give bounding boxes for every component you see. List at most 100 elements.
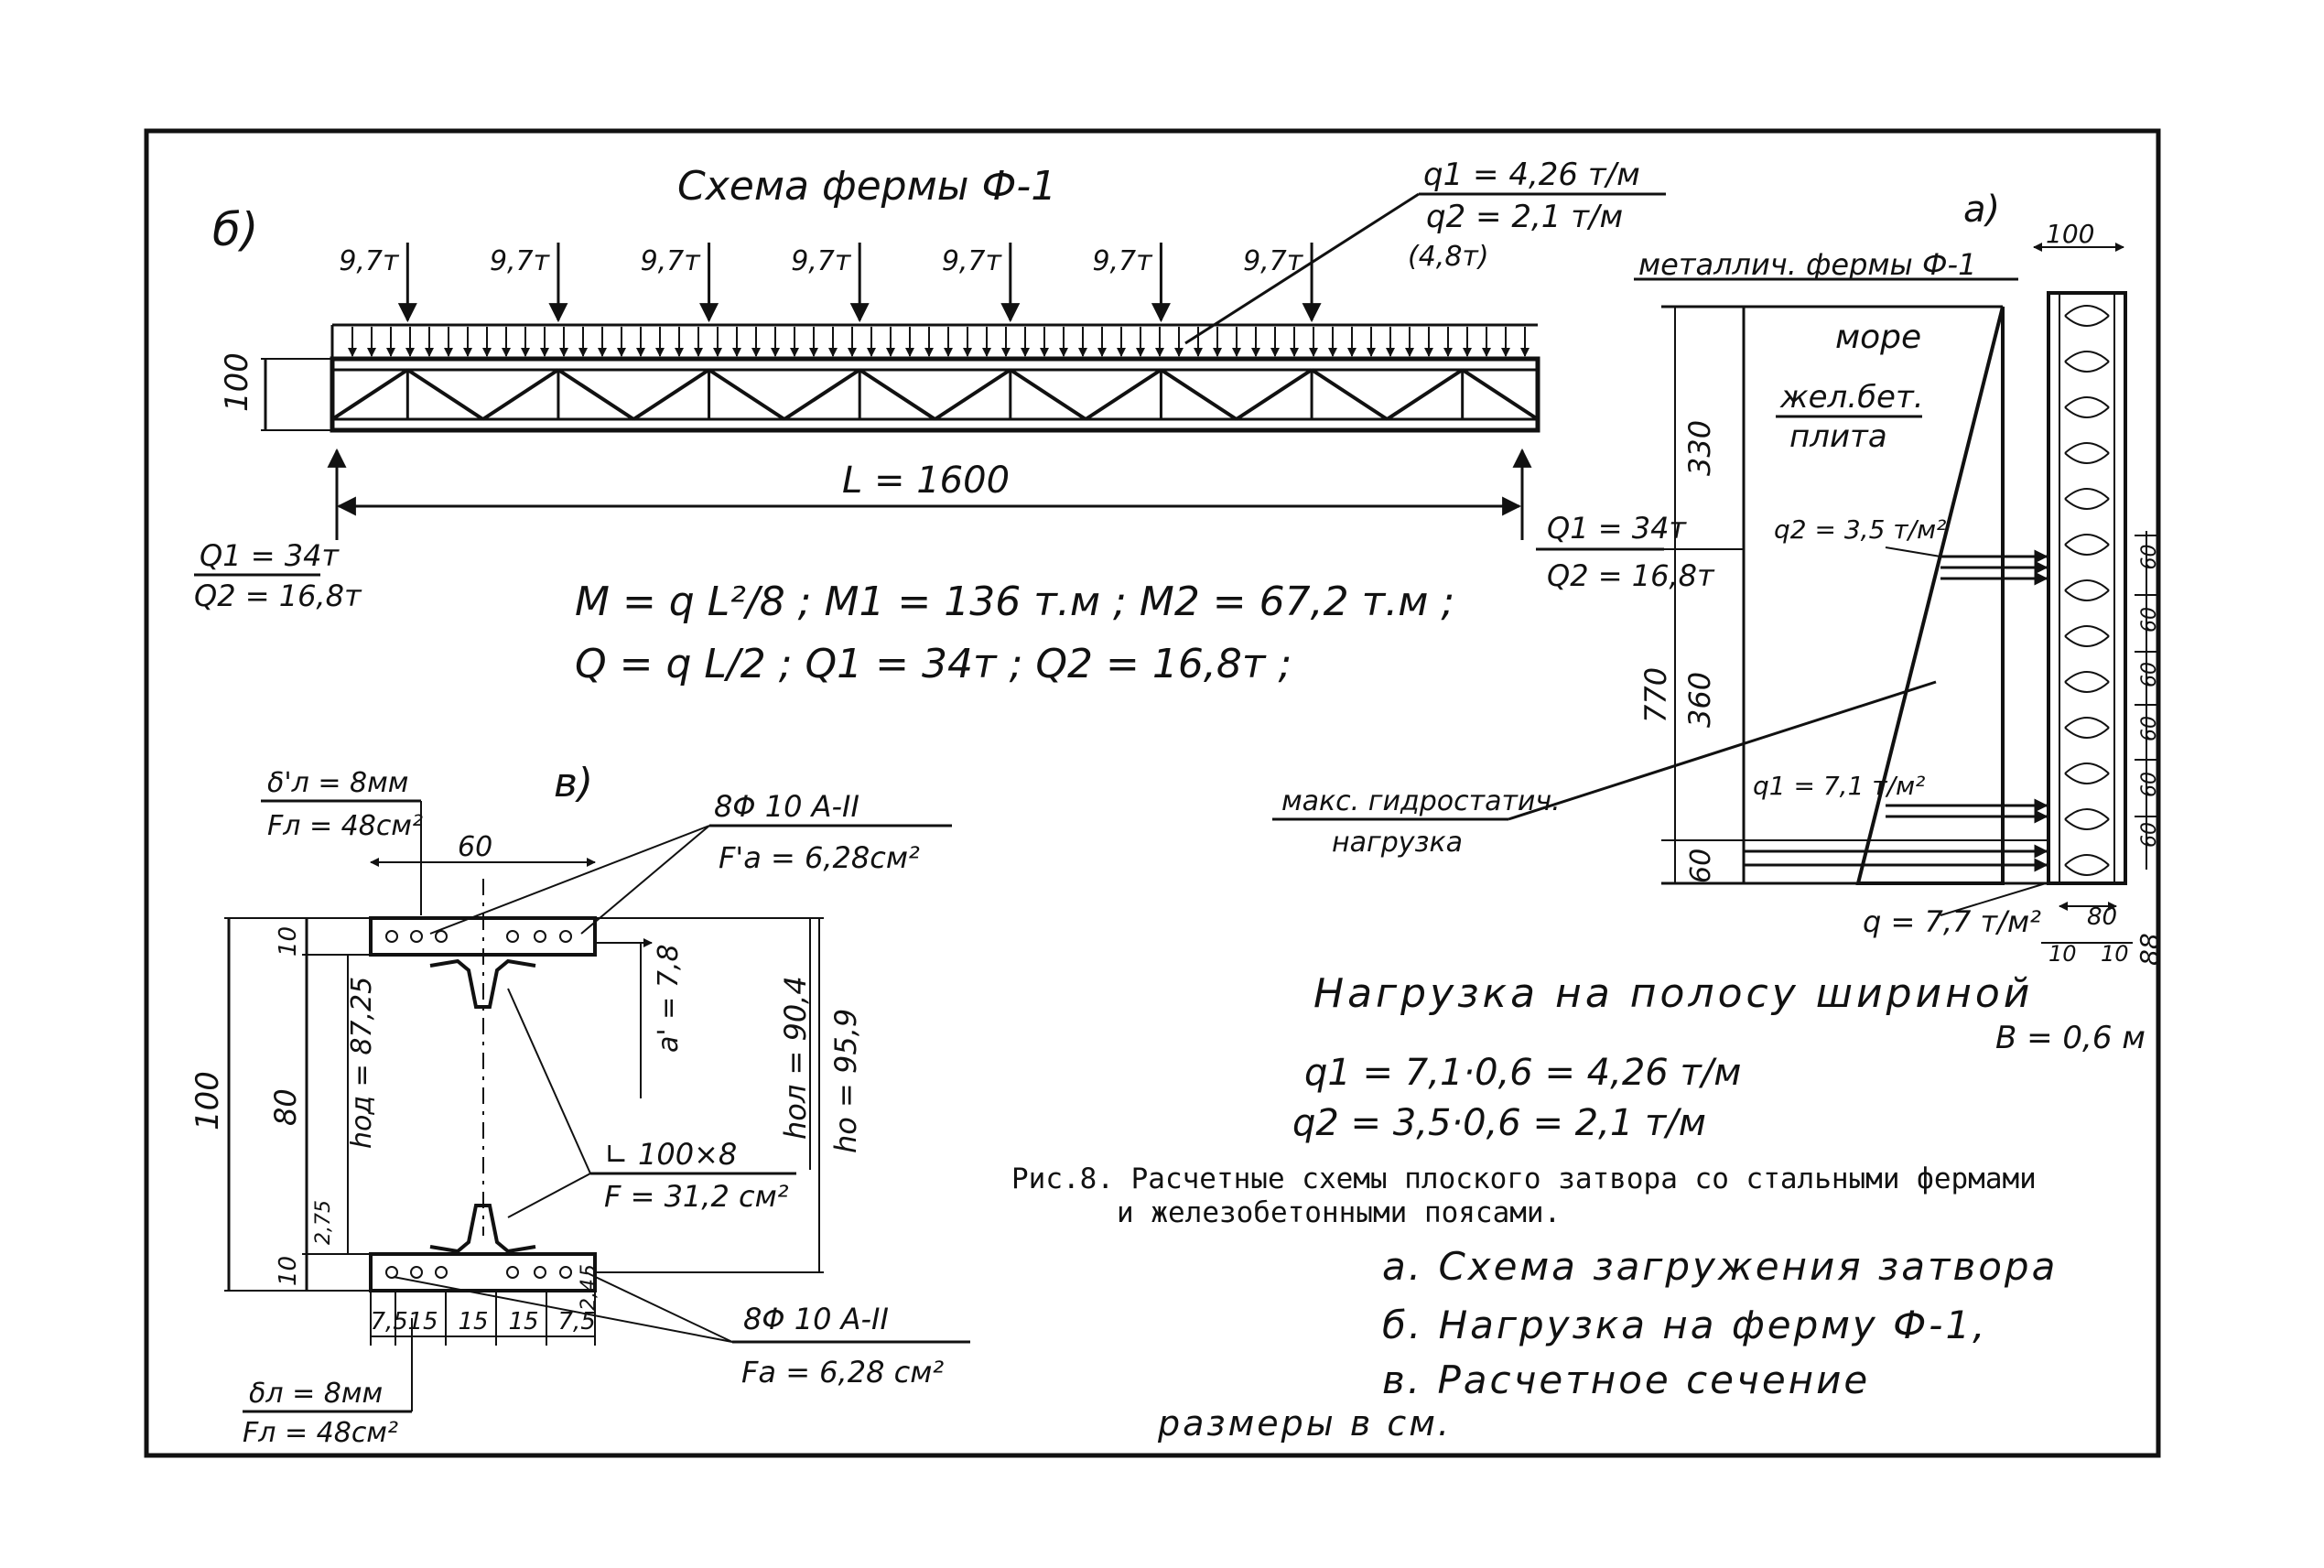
section-height-275: 2,75: [312, 1200, 335, 1245]
section-height-80: 80: [268, 1088, 303, 1126]
truss-diagonal: [481, 368, 560, 421]
bottom-rebars: [385, 1266, 572, 1279]
q2-leader: [1885, 546, 1941, 557]
slab-label-2: плита: [1789, 418, 1887, 455]
bottom-rebar: [534, 1266, 546, 1279]
truss-q2-label: q2 = 2,1 т/м: [1426, 199, 1623, 235]
section-height-10-top: 10: [275, 926, 302, 957]
strip-label: 60: [2138, 772, 2161, 797]
strip-label: 60: [2138, 662, 2161, 687]
shear-formula: Q = q L/2 ; Q1 = 34т ; Q2 = 16,8т ;: [575, 641, 1292, 687]
gate-rib: [2064, 305, 2110, 327]
gate-rib: [2064, 625, 2110, 647]
bottom-rebar: [410, 1266, 423, 1279]
dim-5: 5: [578, 1264, 600, 1277]
truss-diagonal: [1009, 368, 1087, 421]
gate-rib: [2064, 717, 2110, 739]
top-plate-thickness: δ'л = 8мм: [267, 767, 408, 799]
width-10-right: 10: [2101, 941, 2129, 967]
angle-leader-top: [507, 988, 591, 1174]
top-rebar-area: F'a = 6,28см²: [719, 840, 920, 875]
width-100-label: 100: [2046, 219, 2094, 249]
gate-rib: [2064, 854, 2110, 876]
angle-area: F = 31,2 см²: [604, 1179, 789, 1214]
top-rebar-label: 8Φ 10 A-II: [714, 789, 859, 824]
truss-caption: металлич. фермы Ф-1: [1638, 247, 1976, 282]
node-load-label: 9,7т: [339, 245, 400, 277]
gate-rib: [2064, 762, 2110, 784]
section-height-10-bot: 10: [275, 1256, 302, 1286]
dim-330: 330: [1682, 420, 1717, 476]
strip-label: 60: [2138, 545, 2161, 570]
gate-q-label: q = 7,7 т/м²: [1863, 904, 2041, 939]
truss-height-label: 100: [219, 352, 255, 412]
load-note-q2: q2 = 3,5·0,6 = 2,1 т/м: [1292, 1102, 1706, 1144]
top-rebar-leader-1: [429, 825, 710, 935]
bottom-angle: [429, 1204, 536, 1254]
h-ol-label: hол = 90,4: [778, 976, 813, 1140]
gate-rib: [2064, 808, 2110, 830]
truss-diagonal: [557, 368, 635, 421]
distributed-load-arrows: [348, 327, 1530, 357]
legend-b: б. Нагрузка на ферму Ф-1,: [1382, 1303, 1988, 1347]
caption-line-2: и железобетонными поясами.: [1117, 1196, 1561, 1229]
right-reaction-2: Q2 = 16,8т: [1547, 558, 1715, 593]
load-note-q1: q1 = 7,1·0,6 = 4,26 т/м: [1304, 1052, 1741, 1094]
gate-q1-label: q1 = 7,1 т/м²: [1753, 771, 1925, 801]
truss-diagonal: [708, 368, 785, 421]
bottom-plate-area: Fл = 48см²: [243, 1417, 398, 1449]
width-10-left: 10: [2048, 941, 2077, 967]
span-label: L = 1600: [842, 460, 1010, 502]
dim-2-4: 2,4: [578, 1279, 600, 1311]
truss-diagonal: [632, 368, 710, 421]
node-load-label: 9,7т: [641, 245, 702, 277]
truss-diagonal: [1085, 368, 1162, 421]
a-prime-label: a' = 7,8: [653, 944, 685, 1053]
top-rebar: [506, 930, 519, 943]
gate-rib: [2064, 671, 2110, 693]
truss-q1-label: q1 = 4,26 т/м: [1423, 157, 1640, 193]
node-load-label: 9,7т: [791, 245, 852, 277]
node-load-label: 9,7т: [490, 245, 551, 277]
dim-360: 360: [1682, 672, 1717, 728]
node-load-label: 9,7т: [1092, 245, 1153, 277]
gate-rib: [2064, 534, 2110, 556]
truss-diagonal: [783, 368, 861, 421]
truss-diagonal: [1386, 368, 1464, 421]
h-o-label: hо = 95,9: [828, 1009, 863, 1153]
slab-label-1: жел.бет.: [1779, 379, 1924, 416]
top-plate-area: Fл = 48см²: [267, 810, 423, 842]
caption-line-1: Рис.8. Расчетные схемы плоского затвора …: [1011, 1162, 2037, 1195]
truss-diagonal: [330, 368, 409, 421]
gate-q2-label: q2 = 3,5 т/м²: [1774, 514, 1946, 545]
sheet-frame: [144, 128, 2161, 1458]
truss-diagonal: [1310, 368, 1389, 421]
width-80-label: 80: [2087, 903, 2117, 931]
load-note: Нагрузка на полосу шириной B = 0,6 м q1 …: [1292, 970, 2146, 1144]
sea-label: море: [1835, 319, 1921, 356]
truss-title: Схема фермы Ф-1: [677, 163, 1056, 210]
spacing-label: 15: [509, 1308, 539, 1336]
truss-web: [330, 368, 1540, 421]
gate-body: [2047, 291, 2127, 885]
hydrostatic-leader: [1508, 680, 1937, 821]
section-letter: в): [554, 760, 593, 806]
width-88-label: 88: [2135, 933, 2165, 966]
load-note-title: Нагрузка на полосу шириной: [1313, 970, 2033, 1017]
spacing-label: 15: [459, 1308, 489, 1336]
top-rebar: [559, 930, 572, 943]
extra-load-label: (4,8т): [1408, 241, 1489, 273]
bottom-rebar: [559, 1266, 572, 1279]
angle-label: ∟ 100×8: [604, 1137, 737, 1172]
units-note: размеры в см.: [1157, 1403, 1452, 1444]
load-note-width: B = 0,6 м: [1995, 1020, 2146, 1056]
gate-rib: [2064, 442, 2110, 464]
bottom-rebar-leader-2: [585, 1271, 733, 1343]
truss-diagonal: [934, 368, 1011, 421]
truss-diagonal: [1461, 368, 1540, 421]
figure-caption: Рис.8. Расчетные схемы плоского затвора …: [1011, 1162, 2055, 1444]
bottom-rebar-area: Fa = 6,28 см²: [741, 1355, 944, 1390]
left-reaction-2: Q2 = 16,8т: [194, 579, 362, 613]
